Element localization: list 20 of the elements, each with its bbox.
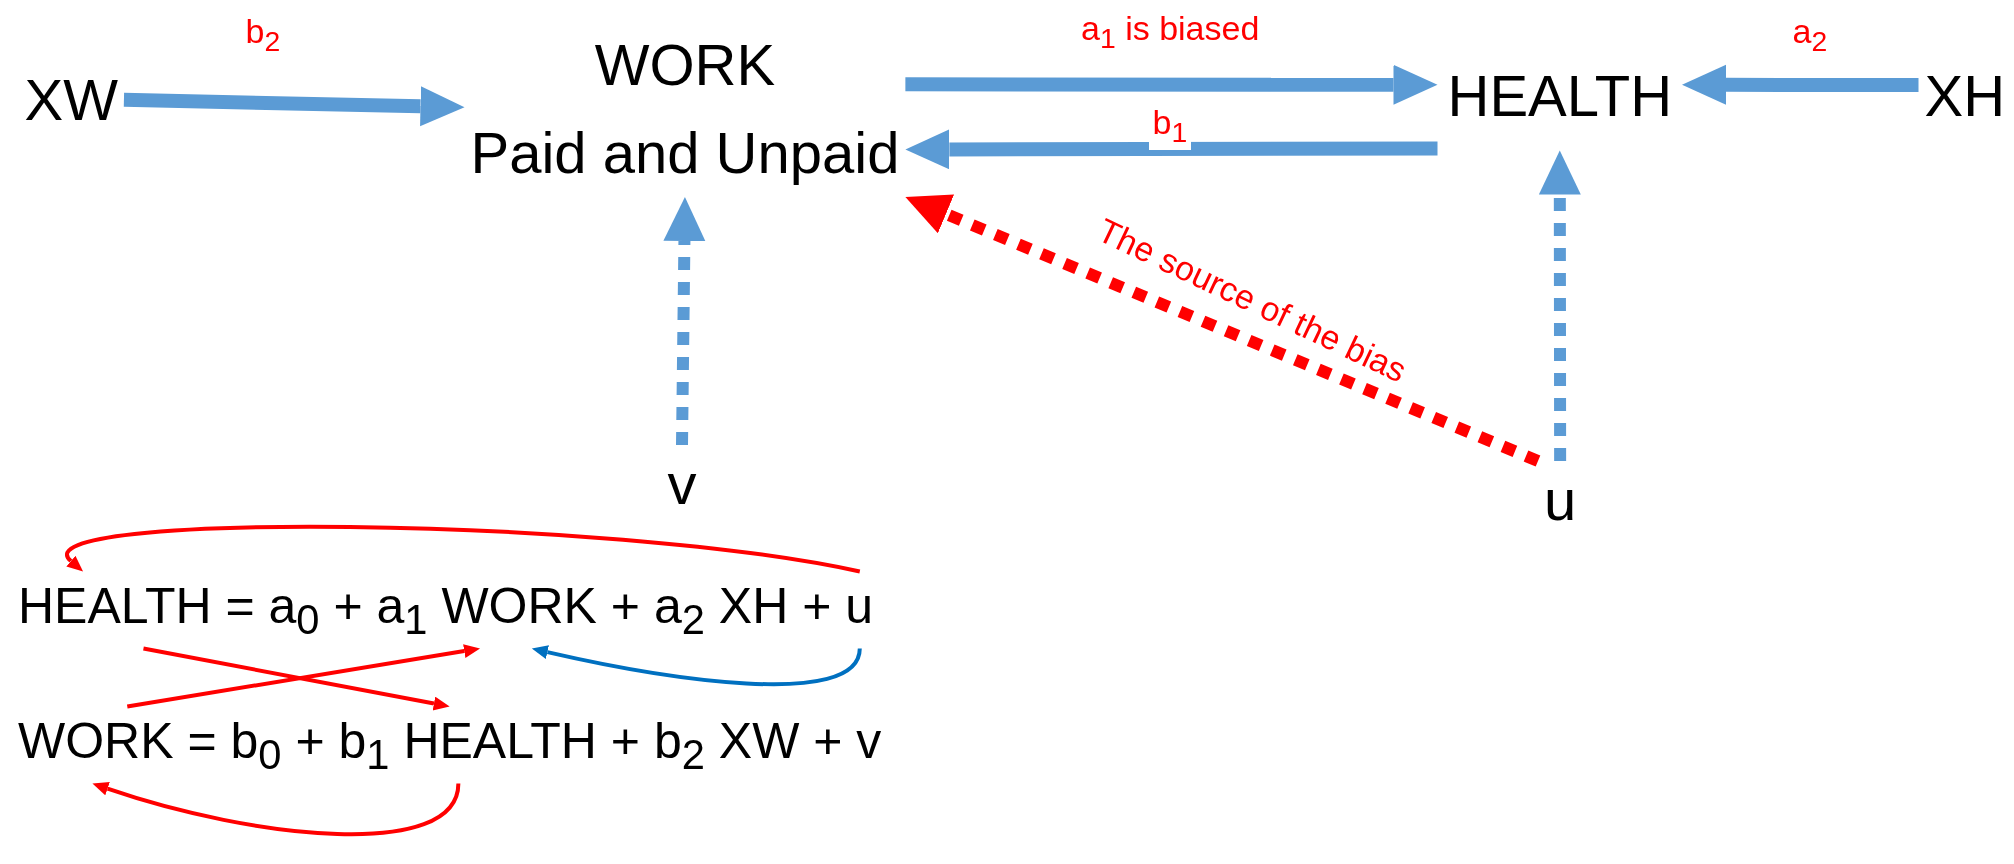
dashed-arrow [663,197,706,446]
arrow [1682,64,1919,105]
subtitle-text: Paid and Unpaid [470,119,900,187]
arrow [123,86,465,127]
heading-text: WORK [593,31,777,99]
curved-arrow [126,644,481,709]
variable-label: v [661,445,703,523]
curved-arrow [92,782,461,836]
curved-arrow [143,646,450,711]
curved-arrow [531,645,862,687]
variable-label: XH [1918,57,2012,135]
dashed-arrow [1538,150,1581,461]
arrow [905,129,1438,170]
equation: HEALTH = a$_{0}$ + a$_{1}$ WORK + a$_{2}$ XH + u [14,571,878,649]
dashed-arrow [905,194,1541,467]
variable-label: u [1538,461,1583,539]
variable-label: HEALTH [1437,41,1683,151]
equation: WORK = b$_{0}$ + b$_{1}$ HEALTH + b$_{2}$ XW + v [14,706,886,784]
arrow [905,64,1438,105]
variable-label: XW [18,61,124,139]
